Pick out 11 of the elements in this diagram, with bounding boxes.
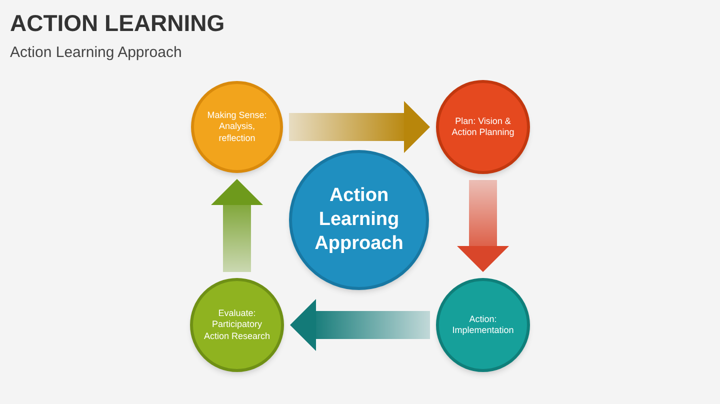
- node-label: Action: Implementation: [451, 314, 515, 336]
- subtitle: Action Learning Approach: [10, 43, 182, 63]
- title: ACTION LEARNING: [10, 9, 225, 38]
- arrow: [290, 299, 430, 351]
- arrow: [457, 180, 509, 272]
- node-label: Evaluate: Participatory Action Research: [202, 308, 272, 342]
- node-label: Plan: Vision & Action Planning: [450, 116, 516, 138]
- node-label: Action Learning Approach: [314, 184, 404, 256]
- arrow: [289, 101, 430, 153]
- node-label: Making Sense: Analysis, reflection: [206, 110, 268, 144]
- arrow: [211, 179, 263, 272]
